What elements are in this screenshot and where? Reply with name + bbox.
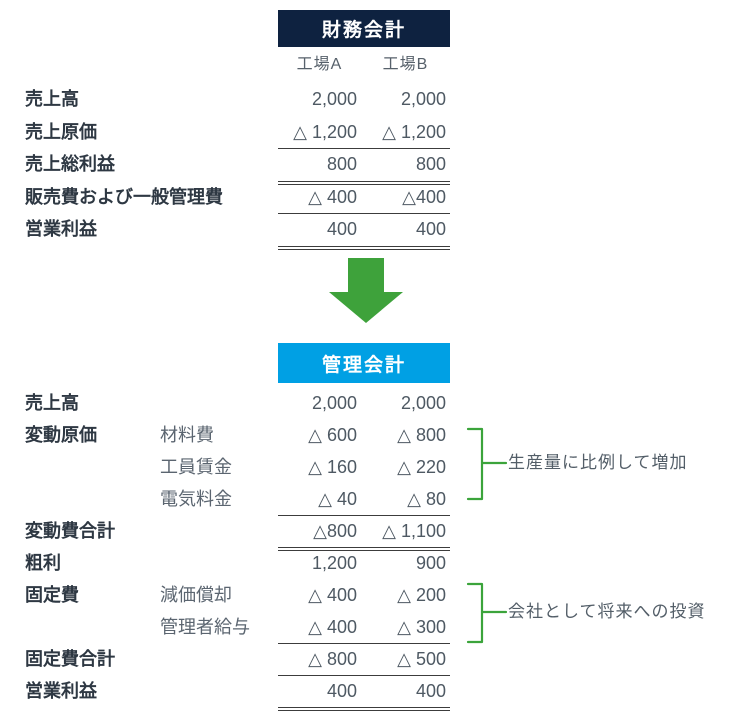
table-row: 固定費 減価償却 △ 400 △ 200 (25, 579, 450, 611)
factory-a-value: △800 (278, 515, 361, 551)
factory-a-value: △ 400 (278, 611, 361, 644)
down-arrow-icon (329, 258, 403, 323)
factory-a-value: 1,200 (311, 553, 357, 573)
row-sublabel: 減価償却 (160, 585, 232, 605)
row-sublabel: 電気料金 (160, 489, 232, 509)
factory-a-value: △ 1,200 (278, 116, 361, 149)
row-label: 売上高 (25, 89, 79, 109)
row-label: 固定費 (25, 585, 79, 605)
annotation-fixed-costs: 会社として将来への投資 (508, 602, 706, 621)
table-row: 売上高 2,000 2,000 (25, 83, 450, 116)
row-label: 売上高 (25, 393, 79, 413)
row-sublabel (160, 181, 278, 215)
factory-b-value: 2,000 (400, 393, 446, 413)
factory-a-value: △ 40 (278, 483, 361, 516)
row-label: 販売費および一般管理費 (25, 186, 223, 207)
table-row: 営業利益 400 400 (25, 675, 450, 711)
management-table: 売上高 2,000 2,000 変動原価 材料費 △ 600 △ 800 工員賃… (25, 387, 450, 711)
factory-b-value: 900 (415, 553, 446, 573)
table-row: 工員賃金 △ 160 △ 220 (25, 451, 450, 483)
financial-table: 売上高 2,000 2,000 売上原価 △ 1,200 △ 1,200 売上総… (25, 83, 450, 250)
row-label: 営業利益 (25, 219, 97, 239)
row-sublabel (160, 83, 278, 116)
annotation-variable-costs: 生産量に比例して増加 (508, 453, 688, 472)
row-sublabel (160, 675, 278, 711)
table-row: 変動原価 材料費 △ 600 △ 800 (25, 419, 450, 451)
factory-a-value: △ 400 (308, 585, 357, 605)
table-row: 売上高 2,000 2,000 (25, 387, 450, 419)
factory-b-value: △ 300 (361, 611, 450, 644)
table-row: 販売費および一般管理費 △ 400 △400 (25, 181, 450, 214)
row-sublabel (160, 643, 278, 676)
factory-a-value: 400 (278, 675, 361, 711)
column-header-factory-a: 工場A (296, 56, 343, 73)
table-row: 固定費合計 △ 800 △ 500 (25, 643, 450, 676)
table-row: 売上総利益 800 800 (25, 148, 450, 185)
curly-brace-icon (466, 582, 508, 644)
factory-a-value: 800 (278, 148, 361, 185)
factory-b-value: 400 (361, 213, 450, 250)
factory-a-value: △ 160 (308, 457, 357, 477)
row-sublabel (160, 515, 278, 551)
row-sublabel: 管理者給与 (160, 617, 250, 637)
row-label: 営業利益 (25, 681, 97, 701)
factory-b-value: △ 80 (361, 483, 450, 516)
row-sublabel (160, 387, 278, 419)
row-label: 売上総利益 (25, 154, 115, 174)
row-label (25, 451, 160, 483)
row-label: 変動費合計 (25, 521, 115, 541)
factory-b-value: 400 (361, 675, 450, 711)
factory-a-value: △ 800 (278, 643, 361, 676)
factory-a-value: △ 400 (278, 181, 361, 214)
row-sublabel (160, 116, 278, 150)
factory-b-value: 800 (361, 148, 450, 185)
factory-b-value: △ 1,100 (361, 515, 450, 551)
factory-b-value: △ 800 (397, 425, 446, 445)
curly-brace-icon (466, 427, 508, 501)
row-sublabel (160, 547, 278, 579)
factory-b-value: △ 200 (397, 585, 446, 605)
factory-a-value: 2,000 (311, 89, 357, 109)
row-label: 売上原価 (25, 121, 97, 142)
financial-accounting-title: 財務会計 (278, 10, 450, 47)
row-label (25, 483, 160, 516)
table-row: 売上原価 △ 1,200 △ 1,200 (25, 116, 450, 149)
row-label: 固定費合計 (25, 649, 115, 669)
table-row: 変動費合計 △800 △ 1,100 (25, 515, 450, 551)
factory-b-value: △ 1,200 (361, 116, 450, 149)
factory-b-value: △ 220 (397, 457, 446, 477)
row-label (25, 611, 160, 644)
factory-b-value: 2,000 (400, 89, 446, 109)
factory-a-value: 400 (278, 213, 361, 250)
row-label: 粗利 (25, 553, 61, 573)
row-sublabel: 材料費 (160, 425, 214, 445)
table-row: 粗利 1,200 900 (25, 547, 450, 579)
table-row: 電気料金 △ 40 △ 80 (25, 483, 450, 516)
factory-b-value: △400 (361, 181, 450, 214)
management-accounting-title: 管理会計 (278, 343, 450, 383)
table-row: 営業利益 400 400 (25, 213, 450, 250)
table-row: 管理者給与 △ 400 △ 300 (25, 611, 450, 644)
row-sublabel (160, 148, 278, 185)
factory-column-headers: 工場A 工場B (278, 52, 450, 78)
row-sublabel (160, 213, 278, 250)
row-sublabel: 工員賃金 (160, 457, 232, 477)
column-header-factory-b: 工場B (382, 56, 429, 73)
row-label: 変動原価 (25, 425, 97, 445)
factory-b-value: △ 500 (361, 643, 450, 676)
factory-a-value: △ 600 (308, 425, 357, 445)
factory-a-value: 2,000 (311, 393, 357, 413)
